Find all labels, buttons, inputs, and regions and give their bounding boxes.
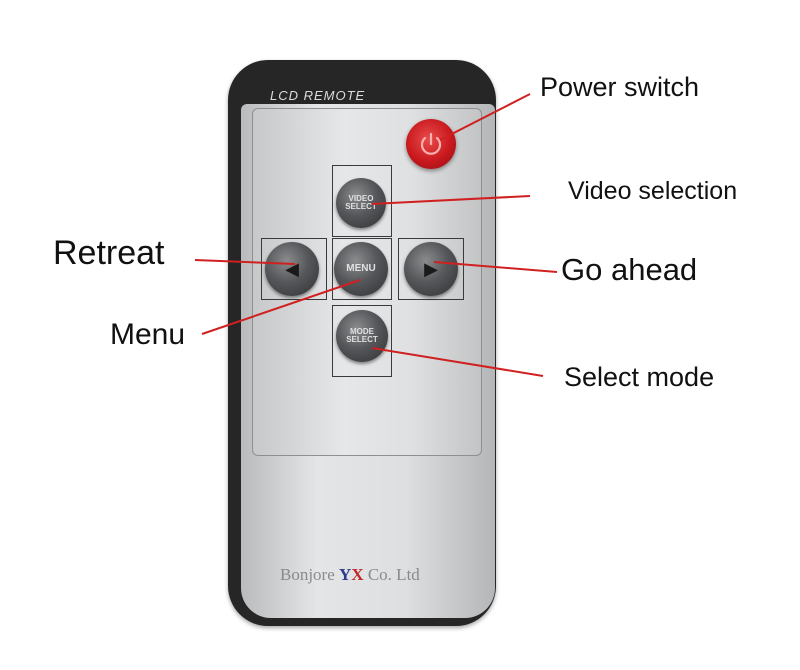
keypad-cell-up: [332, 165, 392, 237]
company-prefix: Bonjore: [280, 565, 335, 584]
keypad-cell-down: [332, 305, 392, 377]
callout-menu: Menu: [110, 318, 186, 351]
leader-video: [371, 195, 531, 205]
retreat-button[interactable]: ◀: [265, 242, 319, 296]
mode-select-label-line2: SELECT: [346, 335, 378, 344]
callout-power-switch: Power switch: [540, 72, 700, 102]
power-icon: [420, 132, 442, 155]
keypad-cell-left: [261, 238, 327, 300]
go-ahead-button[interactable]: ▶: [404, 242, 458, 296]
video-select-label-line1: VIDEO: [348, 194, 374, 203]
remote-header-label: LCD REMOTE: [270, 88, 366, 103]
leader-power: [439, 93, 531, 141]
leader-menu: [201, 279, 361, 335]
right-arrow-icon: ▶: [424, 258, 438, 279]
video-select-label-line2: SELECT: [345, 202, 377, 211]
mode-select-button[interactable]: MODE SELECT: [336, 310, 388, 362]
keypad-cell-center: [332, 238, 392, 300]
company-brand: YX: [339, 565, 364, 584]
keypad-cell-right: [398, 238, 464, 300]
company-suffix: Co. Ltd: [367, 565, 420, 584]
company-brand-x: X: [351, 565, 364, 584]
menu-button-label: MENU: [346, 263, 376, 274]
company-brand-y: Y: [339, 565, 352, 584]
leader-go-ahead: [433, 261, 558, 273]
mode-select-label-line1: MODE: [350, 327, 374, 336]
callout-select-mode: Select mode: [564, 362, 715, 392]
leader-retreat: [194, 259, 296, 265]
callout-go-ahead: Go ahead: [561, 252, 698, 287]
callout-video-selection: Video selection: [568, 177, 738, 205]
power-button[interactable]: [406, 119, 456, 169]
leader-select-mode: [371, 347, 544, 377]
menu-button[interactable]: MENU: [334, 242, 388, 296]
callout-retreat: Retreat: [53, 234, 165, 272]
company-watermark: Bonjore YX Co. Ltd: [280, 565, 420, 585]
